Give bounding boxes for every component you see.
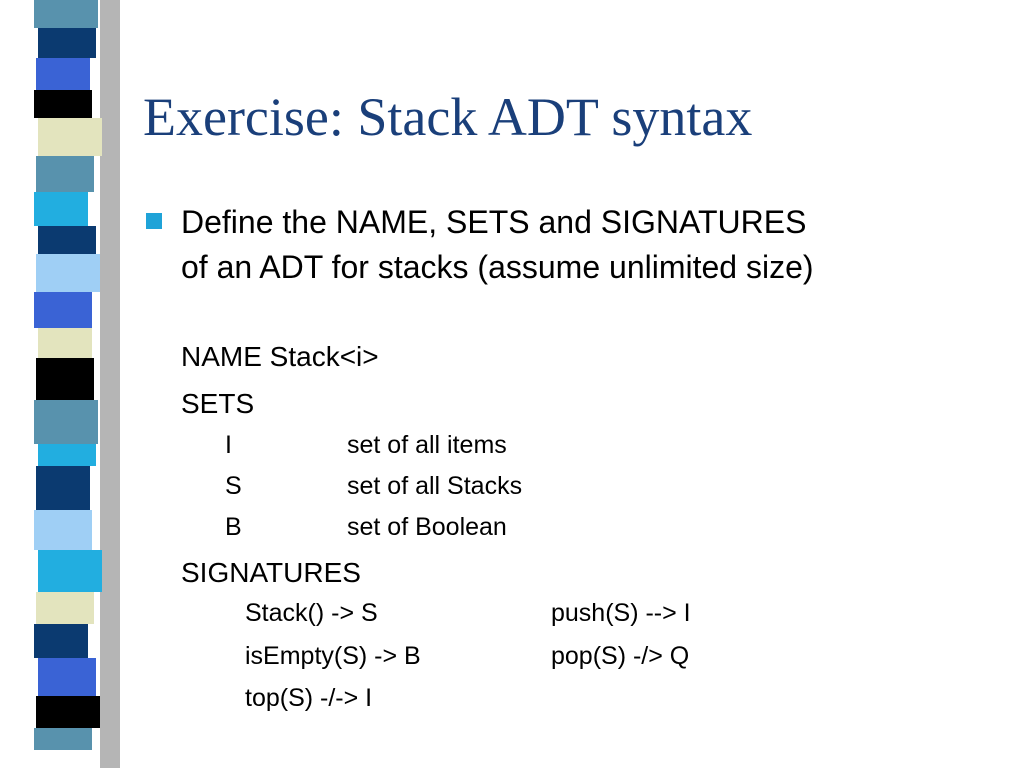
strip-block	[38, 118, 102, 156]
sets-heading: SETS	[181, 388, 255, 419]
set-description: set of all Stacks	[347, 472, 523, 500]
strip-block	[34, 510, 92, 550]
bullet-text: Define the NAME, SETS and SIGNATURES of …	[181, 200, 814, 290]
strip-block	[34, 624, 88, 658]
strip-block	[34, 400, 98, 444]
strip-block	[36, 254, 100, 292]
strip-block	[36, 696, 100, 728]
side-strip-graphic	[34, 0, 120, 768]
strip-block	[36, 156, 94, 192]
slide-title: Exercise: Stack ADT syntax	[143, 87, 753, 147]
strip-block	[38, 328, 92, 358]
strip-block	[34, 292, 92, 328]
strip-block	[34, 90, 92, 118]
set-description: set of all items	[347, 431, 507, 459]
bullet-line-1: Define the NAME, SETS and SIGNATURES	[181, 204, 807, 240]
signature-left: isEmpty(S) -> B	[245, 642, 421, 670]
strip-block	[38, 658, 96, 696]
name-line: NAME Stack<i>	[181, 341, 379, 372]
signature-right: pop(S) -/> Q	[551, 642, 690, 670]
strip-block	[36, 466, 90, 510]
strip-block	[36, 592, 94, 624]
signature-left: top(S) -/-> I	[245, 684, 373, 712]
strip-block	[34, 728, 92, 750]
set-symbol: S	[225, 472, 242, 500]
set-description: set of Boolean	[347, 513, 507, 541]
signature-left: Stack() -> S	[245, 599, 378, 627]
strip-block	[38, 444, 96, 466]
strip-block	[34, 0, 98, 28]
set-symbol: B	[225, 513, 242, 541]
strip-block	[34, 192, 88, 226]
set-symbol: I	[225, 431, 232, 459]
strip-block	[38, 226, 96, 254]
strip-block	[38, 550, 102, 592]
strip-block	[36, 58, 90, 90]
bullet-line-2: of an ADT for stacks (assume unlimited s…	[181, 249, 814, 285]
signature-right: push(S) --> I	[551, 599, 691, 627]
bullet-square-icon	[146, 213, 162, 229]
signatures-heading: SIGNATURES	[181, 557, 361, 588]
strip-shadow	[100, 0, 120, 768]
decorative-side-strip	[0, 0, 120, 768]
strip-block	[38, 28, 96, 58]
strip-block	[36, 358, 94, 400]
